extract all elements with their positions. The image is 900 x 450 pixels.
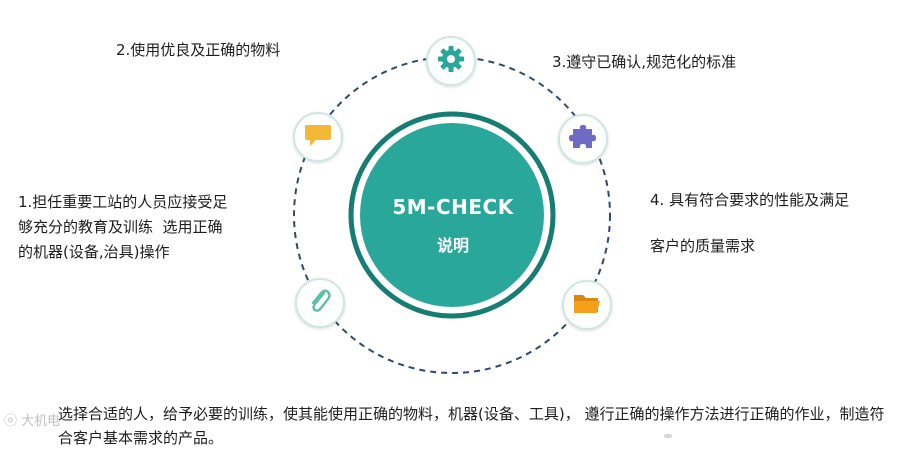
- center-subtitle: 说明: [436, 236, 469, 255]
- watermark-text: 大机电: [21, 414, 61, 429]
- watermark-logo-icon: ⓞ: [4, 414, 18, 429]
- item-1-line-2: 够充分的教育及训练 选用正确: [18, 218, 223, 236]
- gear-icon: [436, 44, 466, 78]
- puzzle-node[interactable]: [558, 114, 608, 164]
- paperclip-node[interactable]: [295, 278, 345, 328]
- dashed-orbit: [293, 56, 611, 374]
- center-circle: [360, 123, 544, 307]
- item-4-line-2: [650, 213, 849, 233]
- watermark: ⓞ 大机电: [4, 410, 60, 429]
- speech-bubble-node[interactable]: [293, 112, 343, 162]
- item-1-line-3: 的机器(设备,治具)操作: [18, 243, 170, 261]
- item-3-line-1: 3.遵守已确认,规范化的标准: [552, 53, 737, 71]
- item-1-line-1: 1.担任重要工站的人员应接受足: [18, 193, 228, 211]
- item-4-line-1: 4. 具有符合要求的性能及满足: [650, 191, 850, 209]
- item-1-label: 1.担任重要工站的人员应接受足 够充分的教育及训练 选用正确 的机器(设备,治具…: [18, 190, 227, 265]
- item-2-label: 2.使用优良及正确的物料: [116, 38, 280, 63]
- progress-dot: [664, 434, 672, 438]
- paperclip-icon: [305, 286, 335, 320]
- speech-bubble-icon: [303, 120, 333, 154]
- item-2-line-1: 2.使用优良及正确的物料: [116, 41, 281, 59]
- item-4-line-3: 客户的质量需求: [650, 237, 756, 255]
- item-3-label: 3.遵守已确认,规范化的标准: [552, 50, 736, 75]
- gear-node[interactable]: [426, 36, 476, 86]
- center-title: 5M-CHECK: [392, 195, 514, 219]
- item-4-label: 4. 具有符合要求的性能及满足 客户的质量需求: [650, 187, 849, 259]
- folder-icon: [571, 288, 603, 322]
- folder-node[interactable]: [562, 280, 612, 330]
- puzzle-icon: [567, 121, 599, 157]
